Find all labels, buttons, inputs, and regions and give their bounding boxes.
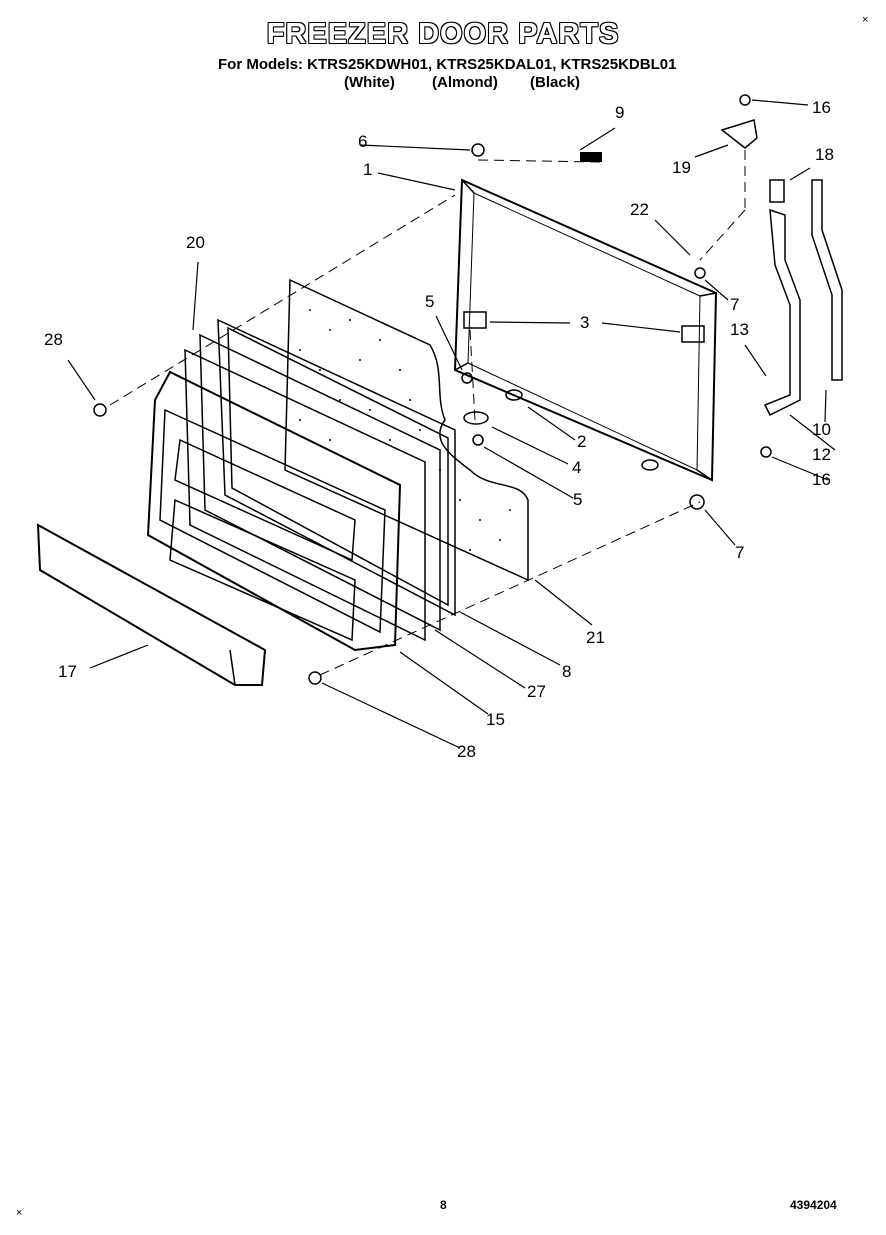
variant-black: (Black) [530, 74, 581, 91]
callout-8: 8 [562, 662, 572, 681]
callout-20: 20 [186, 233, 205, 252]
callout-15: 15 [486, 710, 505, 729]
callout-16-top: 16 [812, 98, 831, 117]
callout-7-top: 7 [730, 295, 740, 314]
fasteners [93, 143, 772, 685]
callout-7-bottom: 7 [735, 543, 745, 562]
callout-17: 17 [58, 662, 77, 681]
callout-28-left: 28 [44, 330, 63, 349]
callout-19: 19 [672, 158, 691, 177]
callout-5-bottom: 5 [573, 490, 583, 509]
callout-2: 2 [577, 432, 587, 451]
leader-lines [67, 99, 836, 749]
callout-1: 1 [363, 160, 373, 179]
door-liner-panel [453, 178, 718, 482]
page-number: 8 [440, 1198, 447, 1212]
callout-27: 27 [527, 682, 546, 701]
callout-3: 3 [580, 313, 590, 332]
callout-16-bottom: 16 [812, 470, 831, 489]
assembly-lines [109, 150, 746, 676]
callout-5-top: 5 [425, 292, 435, 311]
variant-almond: (Almond) [432, 74, 498, 91]
door-handle-trim [36, 523, 267, 686]
models-line: For Models: KTRS25KDWH01, KTRS25KDAL01, … [218, 56, 677, 73]
hinge-hardware [580, 94, 843, 510]
variant-white: (White) [344, 74, 395, 91]
callout-12: 12 [812, 445, 831, 464]
corner-mark-top: × [862, 14, 869, 26]
callout-4: 4 [572, 458, 582, 477]
callout-13: 13 [730, 320, 749, 339]
callout-22: 22 [630, 200, 649, 219]
callout-9: 9 [615, 103, 625, 122]
insulation-panel [284, 278, 529, 582]
corner-mark-bottom: × [16, 1207, 23, 1219]
part-code: 4394204 [790, 1198, 837, 1212]
page-title: FREEZER DOOR PARTS [266, 18, 620, 50]
callout-28-bottom: 28 [457, 742, 476, 761]
callout-21: 21 [586, 628, 605, 647]
callout-10: 10 [812, 420, 831, 439]
callout-18: 18 [815, 145, 834, 164]
outer-door [146, 370, 402, 652]
callout-6: 6 [358, 132, 368, 151]
